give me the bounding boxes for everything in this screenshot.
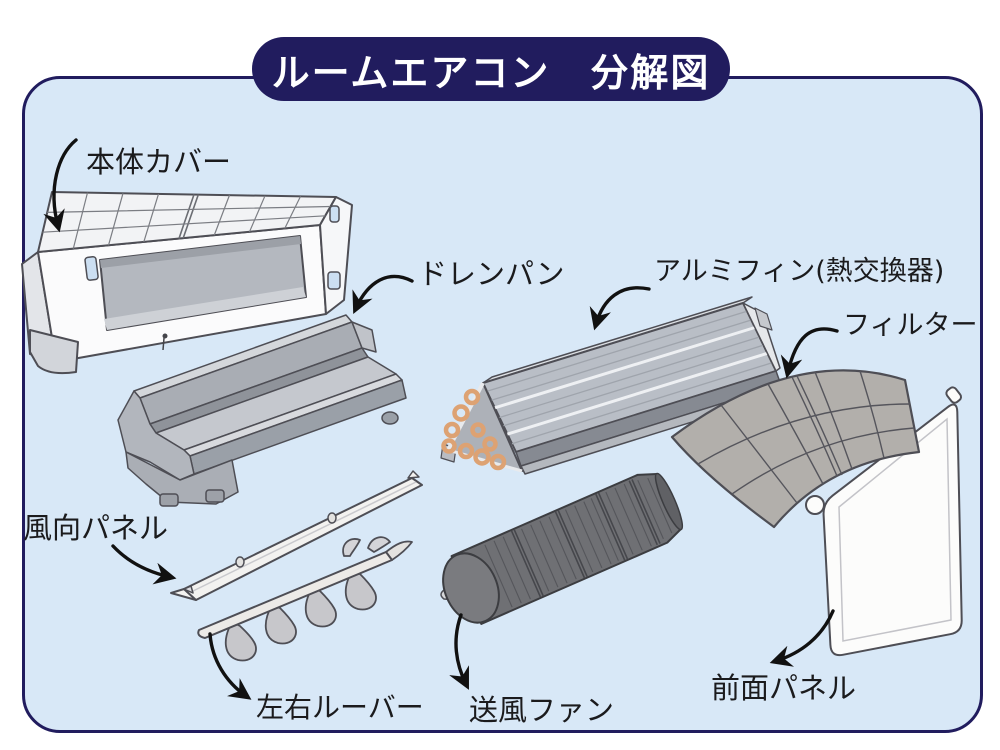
arrow-front-panel	[769, 609, 835, 667]
title-banner: ルームエアコン 分解図	[252, 37, 730, 101]
arrow-drain-pan	[352, 274, 414, 315]
left-right-louver-part	[197, 536, 413, 662]
label-front-panel: 前面パネル	[711, 671, 857, 705]
arrow-wind-direction-panel	[111, 544, 177, 585]
label-wind-direction-panel: 風向パネル	[23, 511, 169, 545]
arrow-blower-fan	[449, 613, 469, 690]
label-blower-fan: 送風ファン	[469, 693, 615, 727]
arrow-left-right-louver	[208, 632, 252, 700]
wind-direction-panel-part	[170, 470, 423, 601]
arrow-body-cover	[43, 138, 78, 233]
label-aluminum-fin: アルミフィン(熱交換器)	[654, 256, 945, 287]
arrow-aluminum-fin	[589, 286, 651, 331]
fan-blade-lines	[484, 477, 673, 608]
drain-pan-part	[117, 314, 407, 507]
fin-stripes	[486, 310, 773, 445]
label-drain-pan: ドレンパン	[418, 257, 565, 291]
label-body-cover: 本体カバー	[86, 145, 232, 179]
filter-mesh-lines	[697, 370, 915, 504]
filter-part	[670, 369, 921, 529]
diagram-title: ルームエアコン 分解図	[271, 50, 711, 95]
label-left-right-louver: 左右ルーバー	[256, 691, 424, 724]
copper-pipe-bends	[441, 388, 507, 471]
blower-fan-part	[440, 472, 684, 625]
label-filter: フィルター	[843, 310, 978, 341]
arrow-filter	[780, 327, 839, 379]
cover-mesh-lines	[72, 192, 302, 249]
